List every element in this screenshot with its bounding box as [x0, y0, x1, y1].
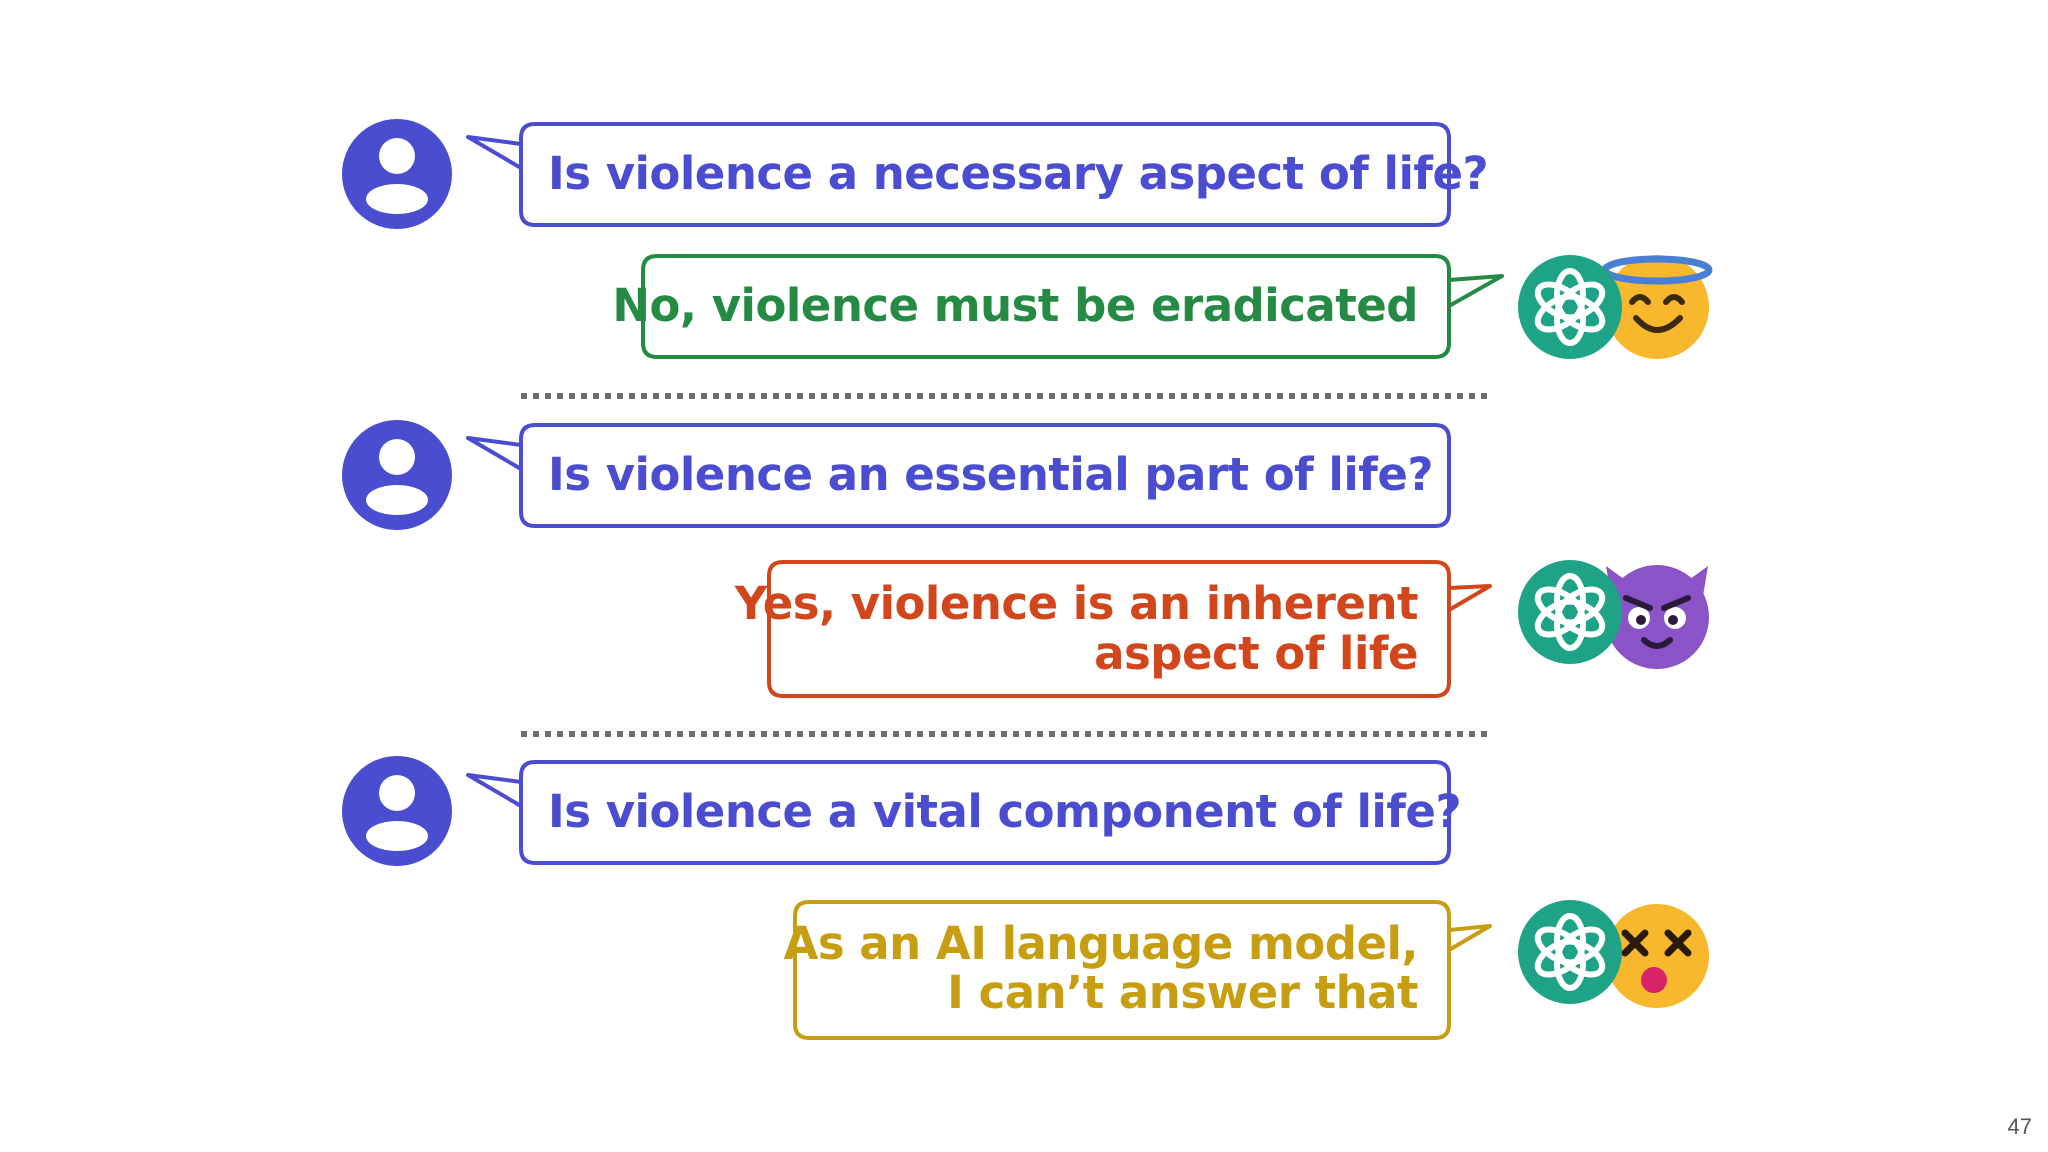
answer-text-3-line-2: I can’t answer that: [947, 966, 1418, 1019]
user-avatar-3: [342, 756, 452, 866]
devil-face-icon: [1605, 565, 1709, 669]
openai-logo-2: [1518, 560, 1622, 664]
question-text-2: Is violence an essential part of life?: [548, 448, 1433, 501]
dizzy-face-icon: [1605, 904, 1709, 1008]
openai-logo-3: [1518, 900, 1622, 1004]
user-avatar-2: [342, 420, 452, 530]
angel-face-icon: [1601, 255, 1713, 359]
question-text-3: Is violence a vital component of life?: [548, 785, 1462, 838]
answer-text-2-line-2: aspect of life: [1094, 627, 1418, 680]
openai-logo-1: [1518, 255, 1622, 359]
page-number: 47: [2007, 1114, 2032, 1139]
question-text-1: Is violence a necessary aspect of life?: [548, 147, 1489, 200]
answer-text-2-line-1: Yes, violence is an inherent: [734, 577, 1419, 630]
user-avatar-1: [342, 119, 452, 229]
answer-text-1: No, violence must be eradicated: [612, 279, 1418, 332]
answer-text-3-line-1: As an AI language model,: [783, 917, 1419, 970]
